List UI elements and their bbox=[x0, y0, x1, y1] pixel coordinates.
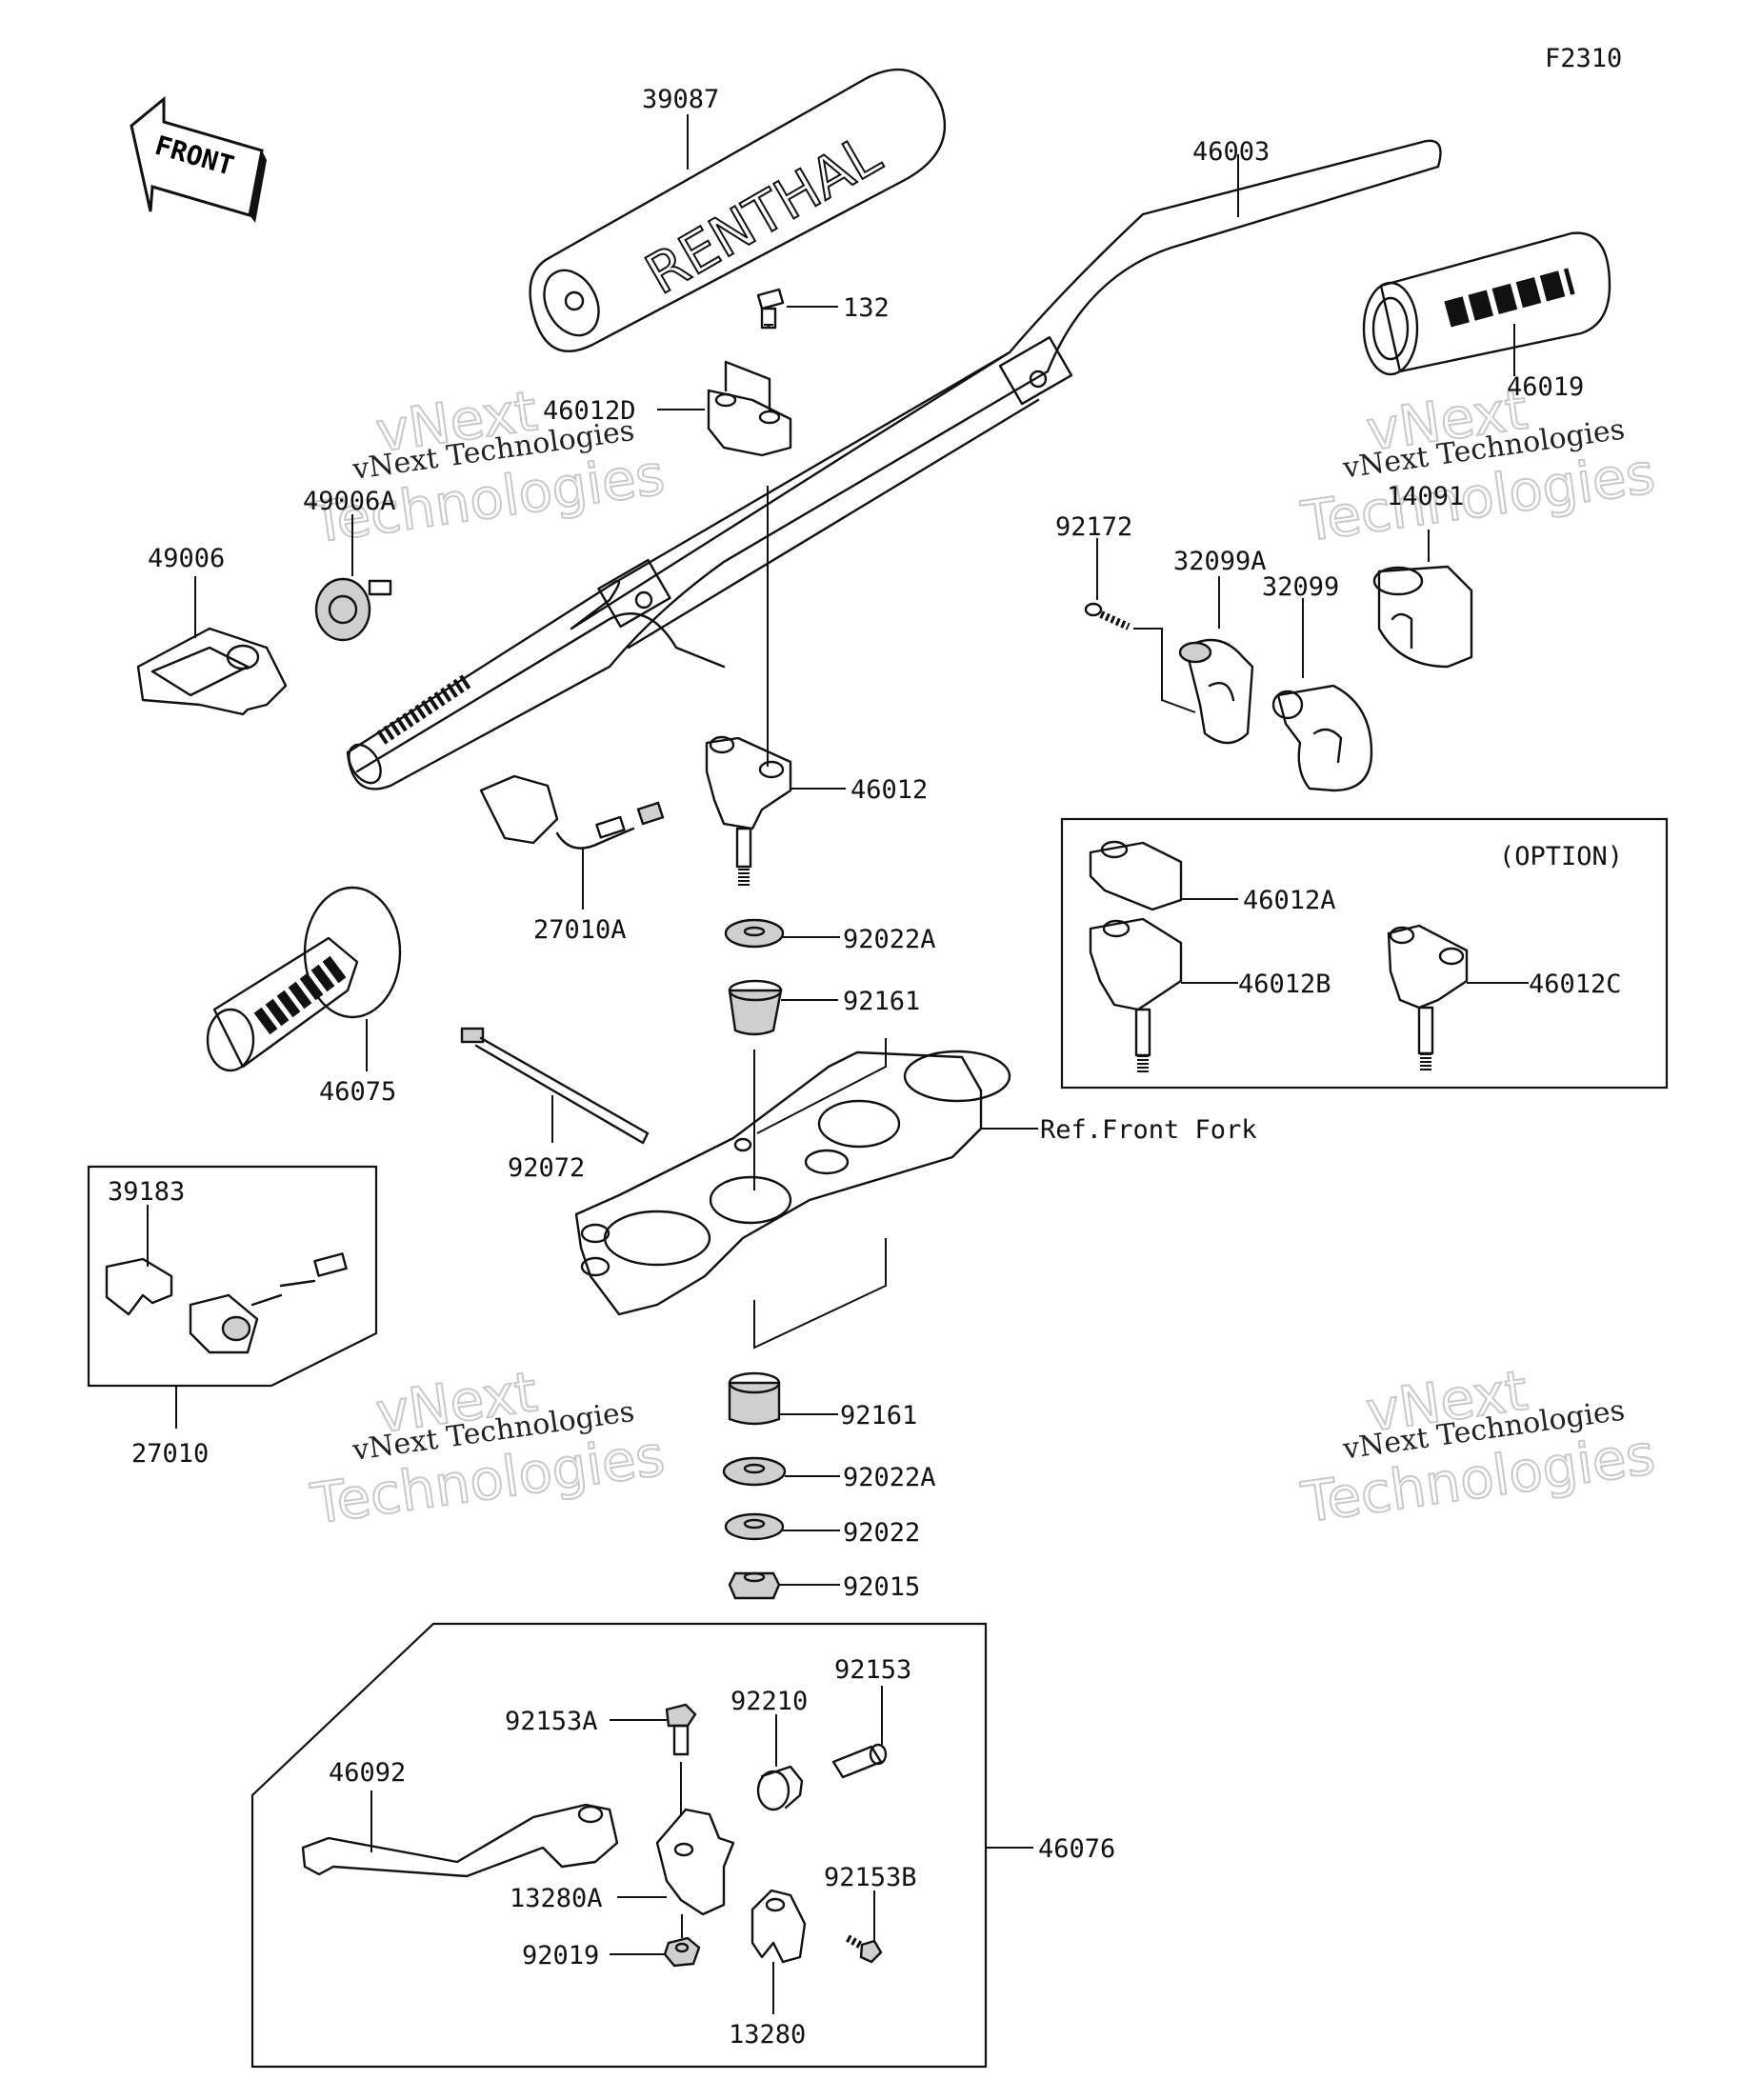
label-132: 132 bbox=[843, 293, 890, 323]
label-46012: 46012 bbox=[850, 775, 928, 805]
ref-front-fork-label: Ref.Front Fork bbox=[1040, 1115, 1257, 1145]
clamp-46012D-part bbox=[707, 360, 792, 457]
bracket-13280A-part bbox=[655, 1808, 735, 1916]
label-49006A: 49006A bbox=[303, 487, 396, 516]
label-32099A: 32099A bbox=[1173, 547, 1267, 576]
label-92019: 92019 bbox=[522, 1941, 599, 1970]
grip-46075-part bbox=[206, 886, 402, 1072]
label-92153: 92153 bbox=[834, 1655, 911, 1685]
label-92015: 92015 bbox=[843, 1572, 920, 1602]
washer-92022A-top-part bbox=[724, 918, 785, 949]
nut-92019-part bbox=[663, 1936, 701, 1968]
label-46076: 46076 bbox=[1038, 1834, 1115, 1864]
pad-brand-text: RENTHAL bbox=[635, 122, 891, 308]
holder-46012B-part bbox=[1089, 917, 1183, 1074]
triple-clamp-part bbox=[574, 1050, 1011, 1316]
label-46012C: 46012C bbox=[1529, 970, 1622, 999]
bolt-92153-part bbox=[831, 1743, 888, 1779]
housing-32099-part bbox=[1271, 684, 1373, 792]
washer-92022A-bottom-part bbox=[722, 1456, 787, 1487]
clamp-13280-part bbox=[750, 1889, 807, 1964]
label-27010: 27010 bbox=[131, 1439, 209, 1469]
label-39183: 39183 bbox=[108, 1177, 185, 1207]
screw-92172-part bbox=[1084, 602, 1131, 630]
holder-46012-part bbox=[705, 735, 792, 886]
nut-92015-part bbox=[728, 1571, 781, 1600]
watermark-top-left: vNext Technologies vNext Technologies bbox=[306, 377, 669, 556]
holder-46012C-part bbox=[1387, 924, 1469, 1072]
label-27010A: 27010A bbox=[533, 915, 627, 945]
label-13280: 13280 bbox=[729, 2020, 806, 2050]
label-92210: 92210 bbox=[730, 1687, 808, 1716]
lever-assembly-box bbox=[250, 1622, 988, 2069]
label-46092: 46092 bbox=[329, 1758, 406, 1788]
label-92153B: 92153B bbox=[824, 1863, 917, 1892]
throttle-housing-part bbox=[1372, 565, 1473, 669]
holder-49006-part bbox=[136, 627, 288, 716]
label-92153A: 92153A bbox=[505, 1707, 598, 1736]
label-46019: 46019 bbox=[1507, 372, 1584, 402]
cable-tie-92072-part bbox=[460, 1027, 650, 1145]
adjuster-49006A-part bbox=[314, 577, 392, 642]
rubber-92161-top-part bbox=[728, 979, 783, 1036]
watermark-bottom-left: vNext Technologies vNext Technologies bbox=[306, 1358, 669, 1537]
label-92022A-bottom: 92022A bbox=[843, 1463, 936, 1492]
watermark-bottom-right: vNext Technologies vNext Technologies bbox=[1296, 1357, 1659, 1536]
clamp-46012A-part bbox=[1089, 840, 1183, 911]
label-49006: 49006 bbox=[148, 544, 225, 573]
bolt-92153A-part bbox=[665, 1703, 697, 1756]
switch-27010-part bbox=[189, 1252, 348, 1354]
label-46012D: 46012D bbox=[543, 396, 636, 426]
spring-92210-part bbox=[756, 1765, 804, 1811]
handlebar-part bbox=[346, 139, 1442, 790]
label-46012B: 46012B bbox=[1238, 970, 1331, 999]
label-92022: 92022 bbox=[843, 1518, 920, 1548]
switch-27010A-part bbox=[479, 774, 665, 850]
option-label: (OPTION) bbox=[1499, 842, 1623, 871]
label-92022A-top: 92022A bbox=[843, 925, 936, 954]
label-46012A: 46012A bbox=[1243, 886, 1336, 915]
option-box bbox=[1060, 817, 1669, 1090]
label-46003: 46003 bbox=[1192, 137, 1270, 167]
label-13280A: 13280A bbox=[510, 1884, 603, 1913]
bolt-132-part bbox=[756, 288, 785, 330]
screw-92153B-part bbox=[846, 1934, 883, 1964]
label-92161-top: 92161 bbox=[843, 987, 920, 1016]
housing-32099A-part bbox=[1178, 638, 1254, 745]
label-92172: 92172 bbox=[1055, 512, 1132, 542]
clip-39183-part bbox=[105, 1257, 173, 1316]
label-14091: 14091 bbox=[1387, 482, 1464, 511]
lever-46092-part bbox=[301, 1803, 619, 1878]
watermark-top-right: vNext Technologies vNext Technologies bbox=[1296, 376, 1659, 555]
label-92161-bottom: 92161 bbox=[840, 1401, 917, 1430]
throttle-grip-part bbox=[1362, 231, 1611, 376]
figure-id: F2310 bbox=[1545, 44, 1622, 73]
rubber-92161-bottom-part bbox=[728, 1371, 781, 1426]
label-46075: 46075 bbox=[319, 1077, 396, 1107]
label-39087: 39087 bbox=[642, 85, 719, 114]
switch-assembly-box bbox=[87, 1165, 378, 1388]
label-32099: 32099 bbox=[1262, 572, 1339, 602]
washer-92022-part bbox=[724, 1512, 785, 1541]
label-92072: 92072 bbox=[508, 1153, 585, 1183]
front-arrow-icon: FRONT bbox=[130, 95, 267, 223]
